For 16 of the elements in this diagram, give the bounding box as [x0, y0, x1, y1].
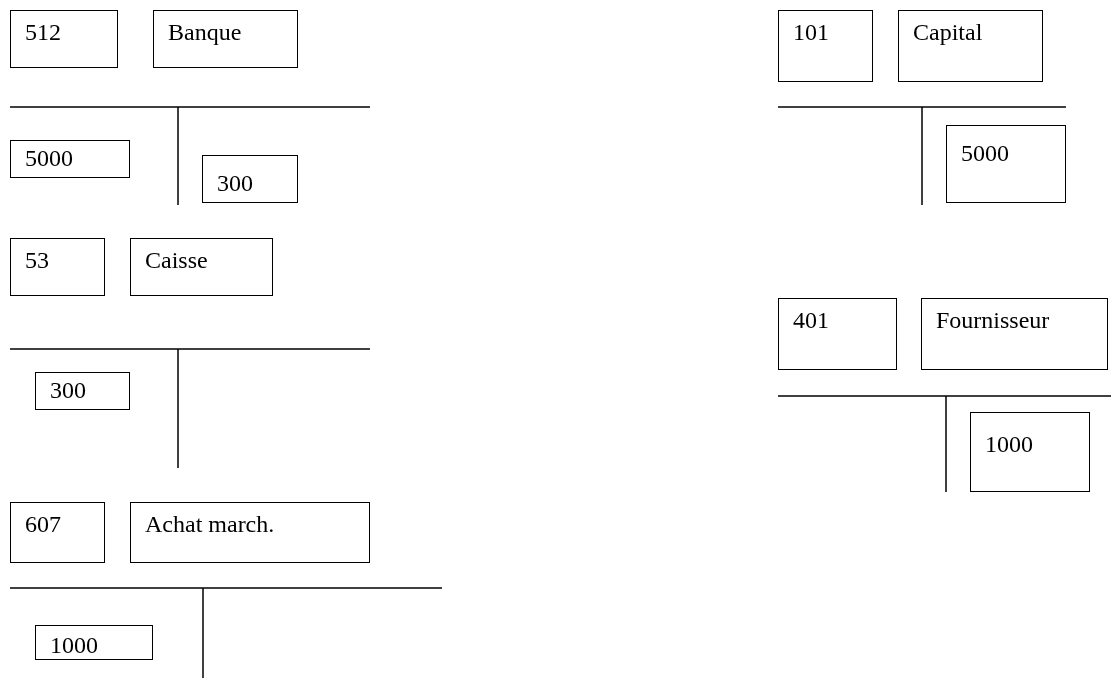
debit-amount: 1000: [35, 625, 153, 660]
account-name: Fournisseur: [921, 298, 1108, 370]
credit-amount: 1000: [970, 412, 1090, 492]
account-number: 101: [778, 10, 873, 82]
account-number: 512: [10, 10, 118, 68]
account-name: Caisse: [130, 238, 273, 296]
account-number: 401: [778, 298, 897, 370]
debit-amount: 5000: [10, 140, 130, 178]
account-name: Capital: [898, 10, 1043, 82]
account-number: 53: [10, 238, 105, 296]
debit-amount: 300: [35, 372, 130, 410]
credit-amount: 5000: [946, 125, 1066, 203]
account-name: Achat march.: [130, 502, 370, 563]
account-name: Banque: [153, 10, 298, 68]
credit-amount: 300: [202, 155, 298, 203]
account-number: 607: [10, 502, 105, 563]
